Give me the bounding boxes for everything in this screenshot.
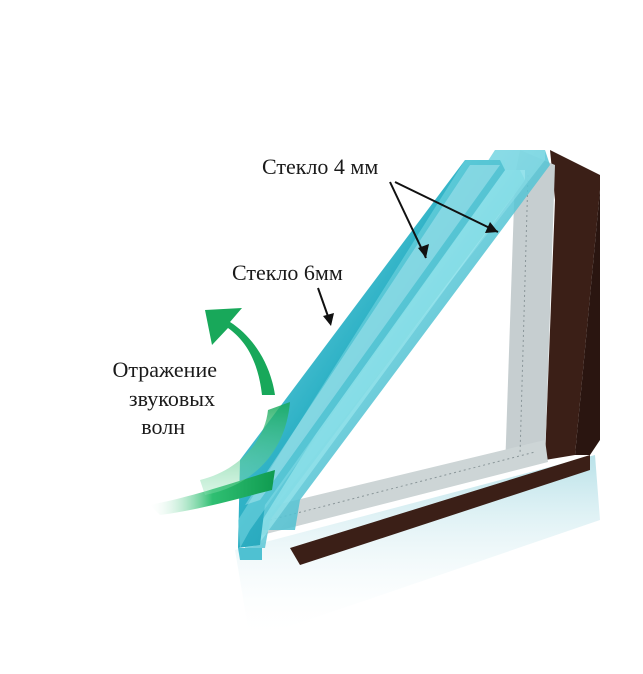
frame-bottom	[290, 455, 590, 565]
glass-highlight	[245, 165, 500, 505]
label-glass-4mm: Стекло 4 мм	[262, 154, 379, 179]
label-glass-6mm: Стекло 6мм	[232, 260, 343, 285]
reflected-wave-arrow	[205, 308, 275, 395]
spacer-vertical	[505, 150, 555, 470]
frame-side	[575, 190, 600, 455]
frame-back	[545, 150, 600, 460]
pointer-4mm-b	[394, 181, 499, 233]
spacer-bottom	[255, 440, 548, 535]
spacer-dots-bottom	[269, 451, 536, 521]
label-sound-reflection-line1: Отражение	[112, 357, 217, 382]
pointer-4mm-a	[389, 181, 427, 259]
pointer-4mm-b-head	[485, 222, 498, 233]
pointer-4mm-a-head	[418, 244, 429, 258]
spacer-dots	[519, 174, 529, 456]
glass-pane-outer-edge	[238, 160, 505, 548]
glass-pane-middle-edge	[245, 170, 525, 548]
wave-curve	[200, 402, 290, 495]
pointer-6mm-head	[323, 313, 334, 326]
floor-reflection	[235, 455, 600, 640]
glass-edge-bottom	[238, 548, 262, 560]
label-sound-reflection-line3: волн	[141, 414, 185, 439]
label-sound-reflection-line2: звуковых	[128, 386, 215, 411]
